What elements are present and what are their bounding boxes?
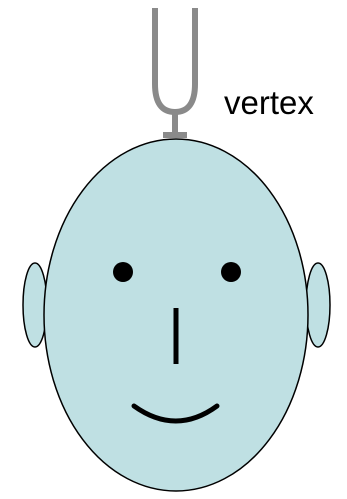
tuning-fork-prongs (155, 8, 195, 112)
left-ear (23, 263, 47, 347)
tuning-fork-icon (155, 8, 195, 135)
right-ear (306, 263, 330, 347)
right-eye (221, 262, 241, 282)
vertex-label: vertex (224, 86, 314, 119)
left-eye (113, 262, 133, 282)
